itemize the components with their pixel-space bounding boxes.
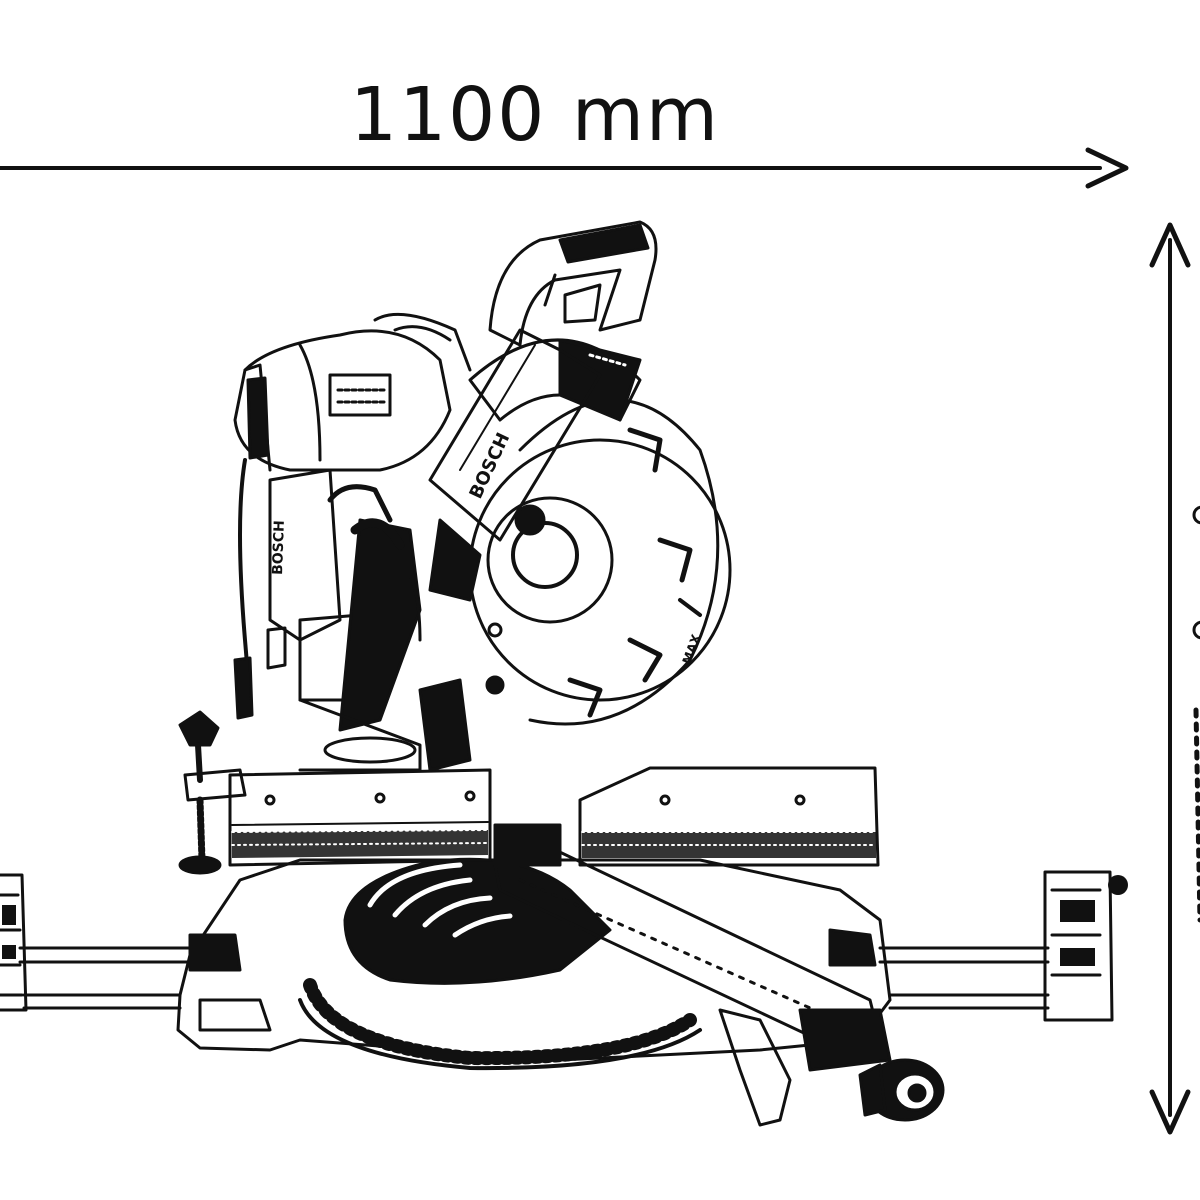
arm-brand-label: BOSCH	[465, 430, 514, 503]
tilt-column	[233, 458, 472, 772]
saw-blade	[468, 398, 732, 726]
saw-handle	[488, 220, 658, 347]
height-dimension-line	[1149, 222, 1200, 1135]
left-extension-support	[0, 873, 28, 1012]
left-fence	[228, 768, 492, 867]
right-fence	[493, 766, 880, 867]
blade-max-label: MAX	[680, 632, 704, 666]
front-lock-knob	[858, 1058, 945, 1122]
column-brand-label: BOSCH	[270, 520, 288, 575]
width-dimension-line	[0, 147, 1129, 189]
right-extension-support	[1043, 870, 1128, 1022]
workpiece-clamp	[178, 710, 247, 875]
blade-guard	[468, 338, 642, 422]
width-dimension-label: 1100 mm	[350, 72, 721, 158]
motor-housing	[233, 312, 472, 472]
extension-rails	[18, 946, 1050, 1010]
saw-head-arm	[428, 328, 602, 695]
